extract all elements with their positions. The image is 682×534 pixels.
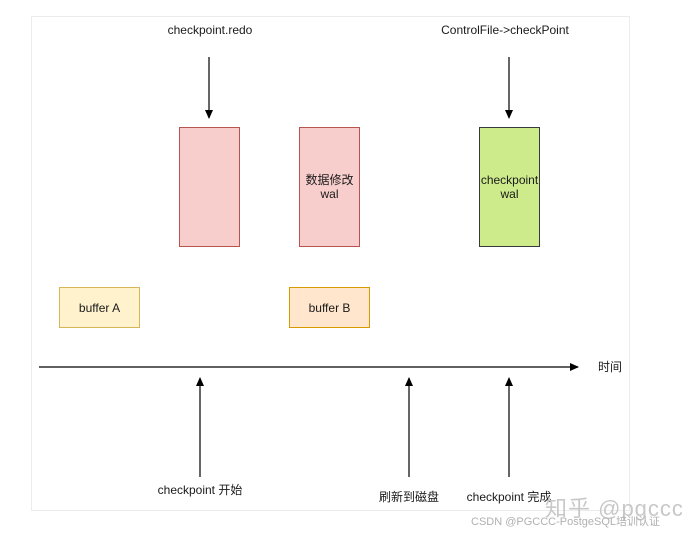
label-controlfile-checkpoint: ControlFile->checkPoint: [441, 23, 569, 37]
data-change-wal-box: 数据修改 wal: [299, 127, 360, 247]
buffer-a-box: buffer A: [59, 287, 140, 328]
checkpoint-redo-box: [179, 127, 240, 247]
label-time: 时间: [597, 360, 622, 374]
label-checkpoint-start: checkpoint 开始: [157, 483, 243, 497]
label-checkpoint-done: checkpoint 完成: [466, 490, 552, 504]
watermark: 知乎 @pgccc: [545, 496, 682, 521]
credit-text: CSDN @PGCCC-PostgeSQL培训认证: [471, 516, 661, 528]
label-flush-to-disk: 刷新到磁盘: [378, 490, 439, 504]
buffer-b-box: buffer B: [289, 287, 370, 328]
label-checkpoint-redo: checkpoint.redo: [167, 23, 253, 37]
checkpoint-wal-box: checkpoint wal: [479, 127, 540, 247]
diagram-frame: [31, 16, 630, 511]
